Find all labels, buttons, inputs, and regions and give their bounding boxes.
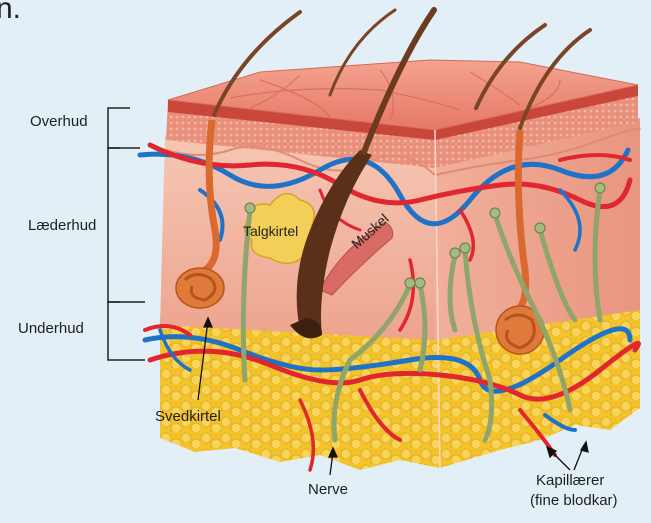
bracket-overhud	[108, 108, 120, 148]
label-nerve: Nerve	[308, 481, 348, 499]
label-underhud: Underhud	[18, 320, 84, 338]
label-talgkirtel: Talgkirtel	[243, 223, 298, 239]
label-svedkirtel: Svedkirtel	[155, 408, 221, 426]
label-laederhud: Læderhud	[28, 217, 96, 235]
bracket-underhud	[108, 302, 120, 360]
layer-brackets	[108, 108, 145, 360]
top-text-fragment: n.	[0, 0, 21, 26]
label-overhud: Overhud	[30, 113, 88, 131]
bracket-laederhud	[108, 148, 120, 302]
label-kapillaerer: Kapillærer	[536, 472, 604, 490]
label-kapillaerer-note: (fine blodkar)	[530, 492, 618, 510]
